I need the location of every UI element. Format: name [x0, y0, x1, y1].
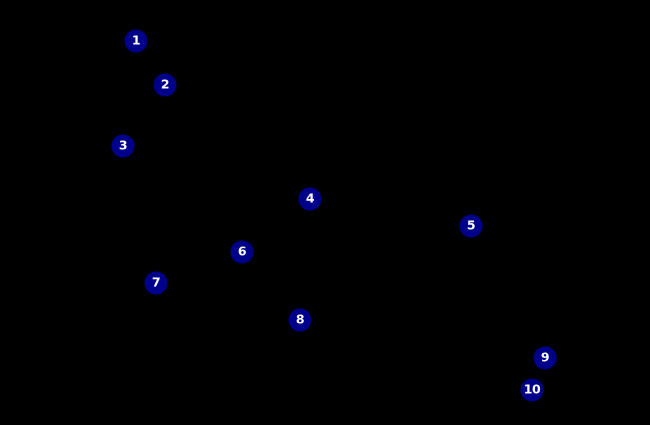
- marker-10[interactable]: 10: [520, 378, 544, 402]
- marker-2[interactable]: 2: [153, 73, 177, 97]
- marker-1[interactable]: 1: [124, 29, 148, 53]
- marker-4[interactable]: 4: [298, 187, 322, 211]
- marker-7[interactable]: 7: [144, 271, 168, 295]
- marker-8[interactable]: 8: [288, 308, 312, 332]
- marker-9[interactable]: 9: [533, 346, 557, 370]
- marker-3[interactable]: 3: [111, 134, 135, 158]
- marker-6[interactable]: 6: [230, 240, 254, 264]
- marker-5[interactable]: 5: [459, 214, 483, 238]
